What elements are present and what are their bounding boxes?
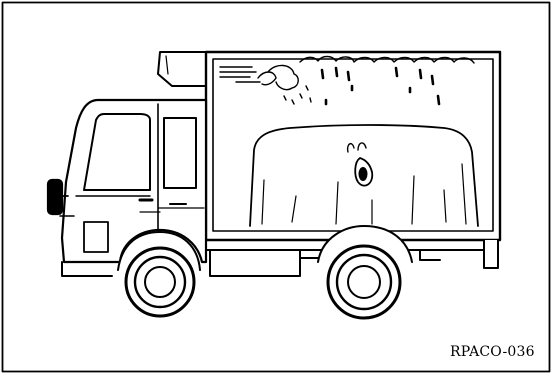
figure-code-label: RPACO-036 bbox=[450, 344, 540, 364]
front-wheel bbox=[118, 232, 200, 316]
front-bumper bbox=[62, 262, 112, 276]
headlight bbox=[84, 222, 108, 252]
refrigeration-unit bbox=[158, 52, 206, 86]
side-mirror bbox=[48, 180, 62, 214]
rear-wheel bbox=[318, 226, 412, 318]
